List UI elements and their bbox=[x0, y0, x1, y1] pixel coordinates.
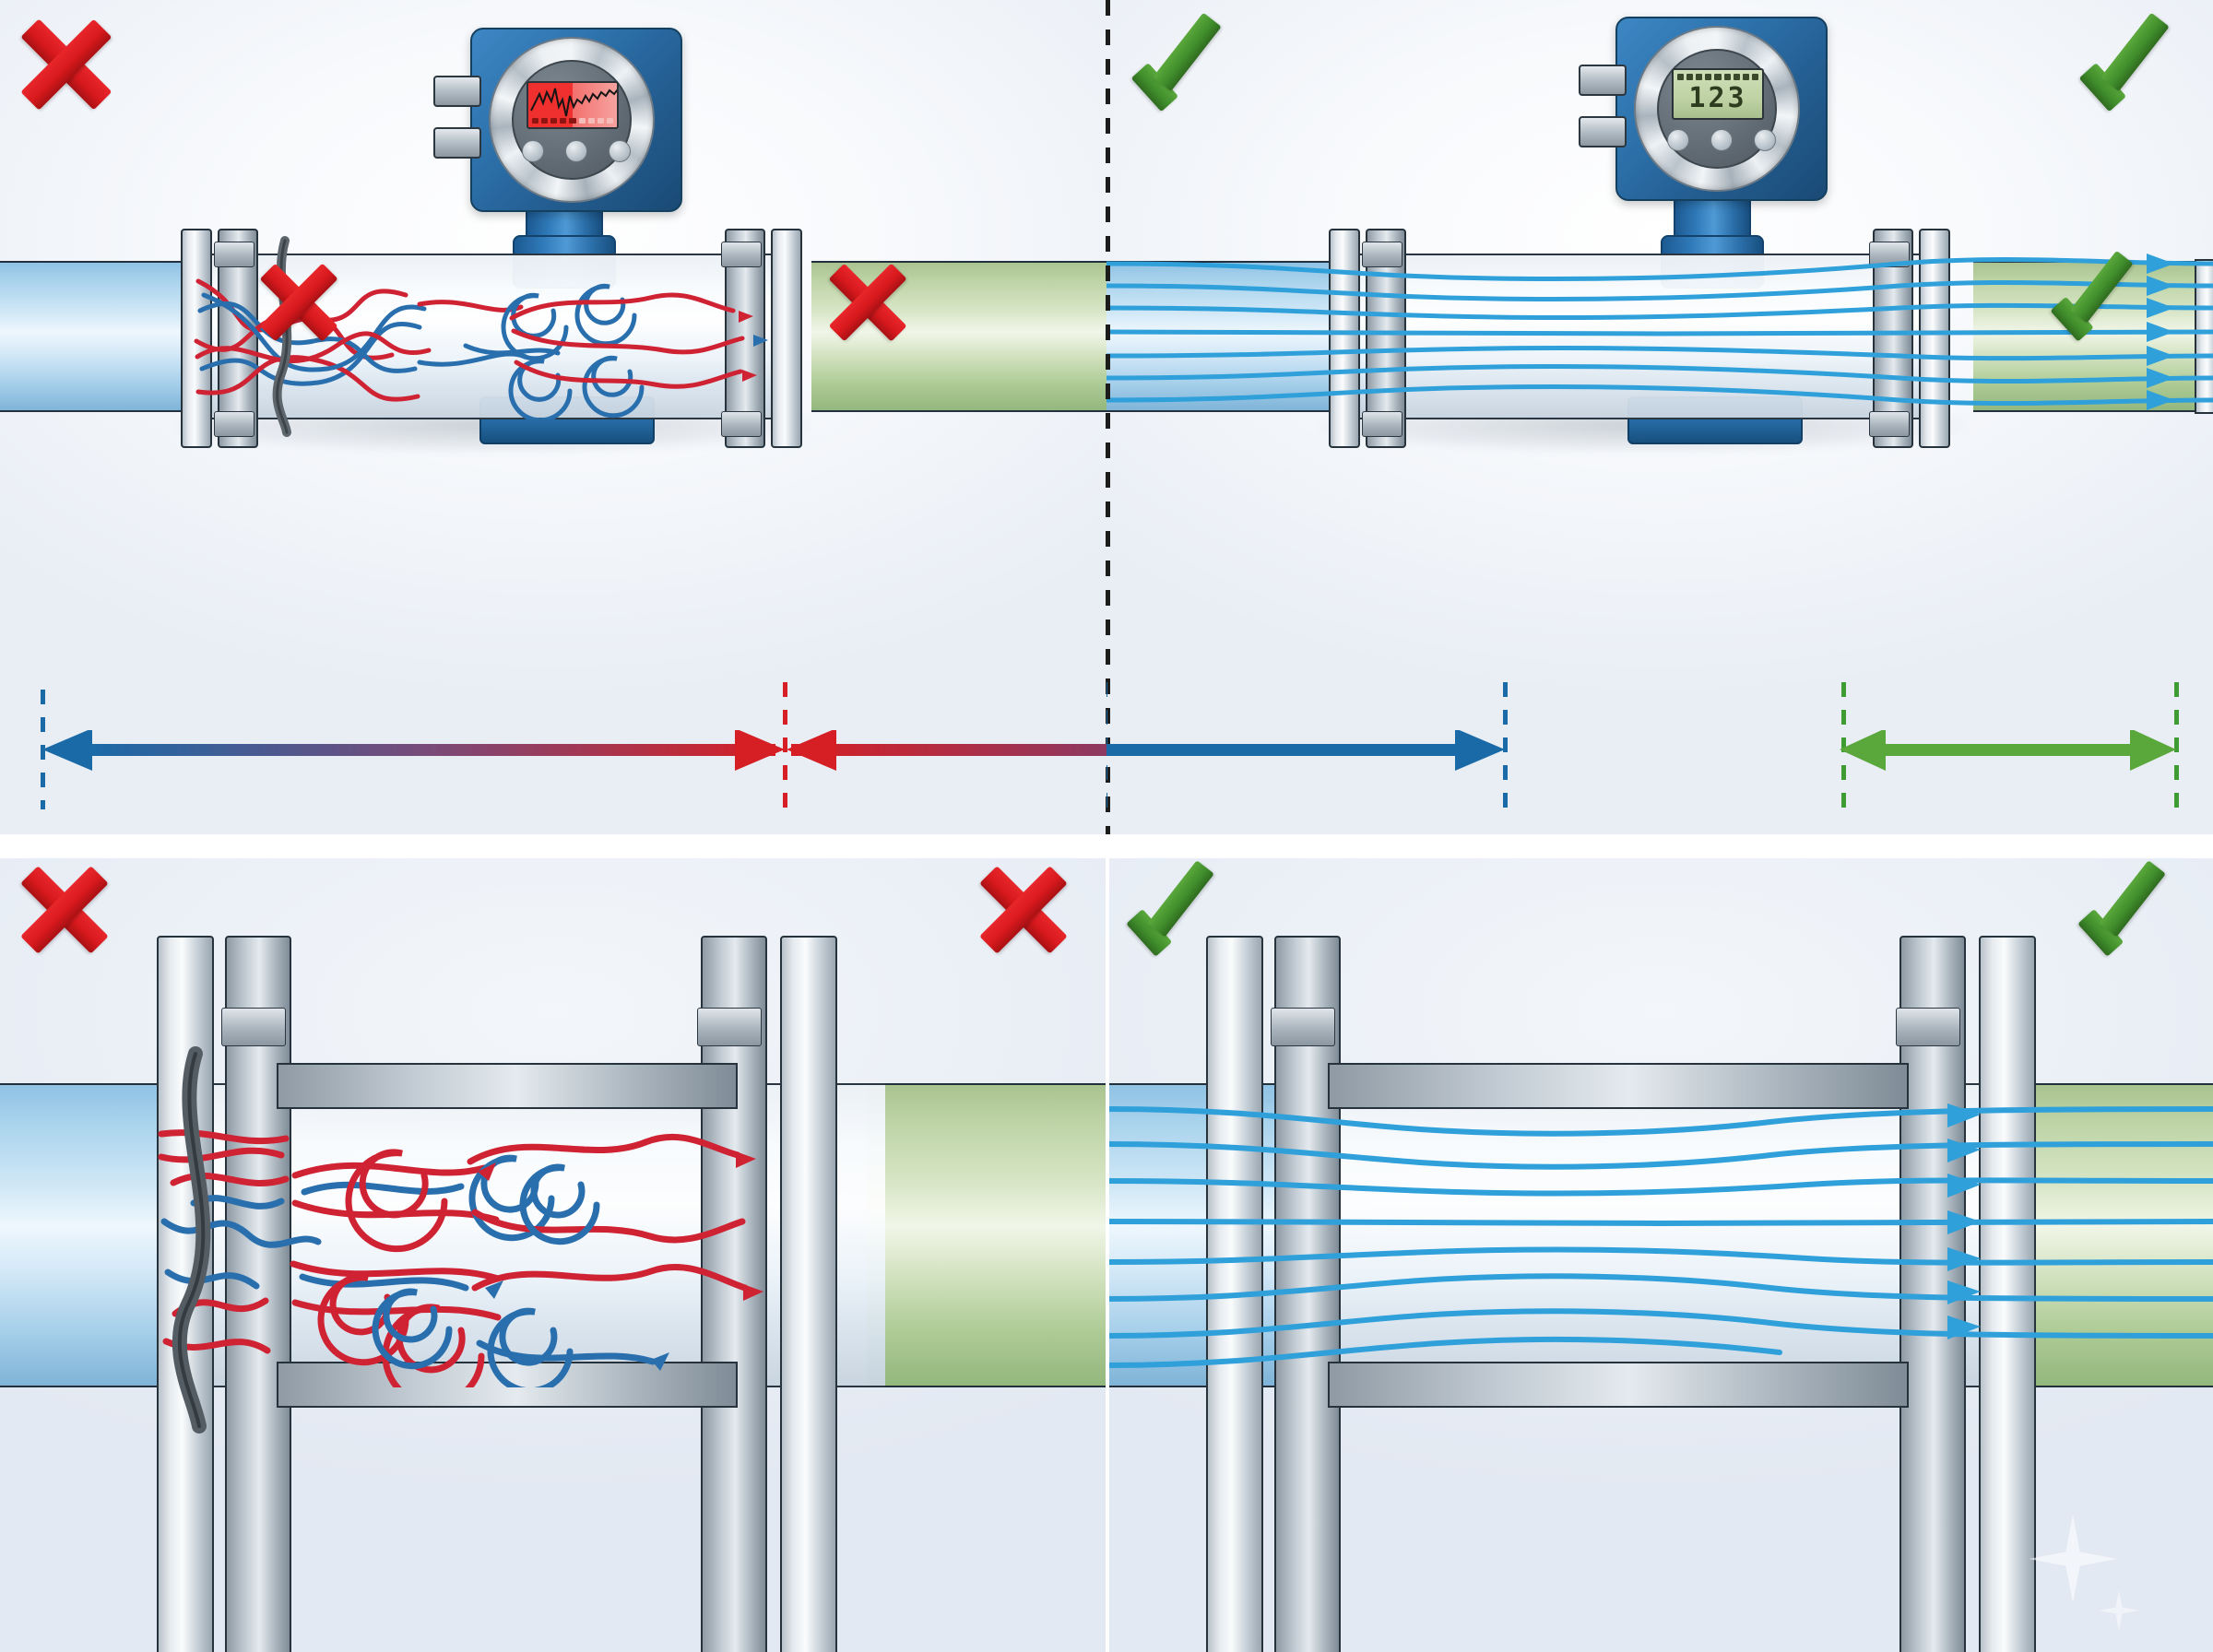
inlet-flange-bolt-section-top bbox=[221, 1008, 286, 1046]
keypad-row bbox=[470, 140, 682, 162]
x-mark-top-left-corner bbox=[17, 15, 116, 114]
outlet-flange-bolt-bottom bbox=[1869, 411, 1910, 437]
inlet-flange-outer-section bbox=[1206, 936, 1263, 1652]
outlet-flange-outer-section bbox=[780, 936, 837, 1652]
panel-divider-vertical bbox=[1106, 0, 1110, 834]
check-mark-icon bbox=[1131, 12, 1236, 112]
outlet-flange-outer-section bbox=[1979, 936, 2036, 1652]
outlet-flange-bolt-top bbox=[1869, 242, 1910, 267]
enter-button[interactable] bbox=[565, 140, 587, 162]
inlet-flange-bolt-bottom bbox=[214, 411, 254, 437]
panel-bottom-right-correct bbox=[1106, 853, 2213, 1652]
inlet-flange-inner-section bbox=[225, 936, 291, 1652]
x-mark-downstream bbox=[825, 260, 910, 345]
cable-gland-lower bbox=[1579, 116, 1627, 148]
inlet-flange-outer bbox=[181, 229, 212, 448]
meter-shell-bottom bbox=[1328, 1362, 1909, 1408]
meter-shell-top bbox=[1328, 1063, 1909, 1109]
check-mark-section-right bbox=[2077, 859, 2180, 958]
x-mark-icon bbox=[17, 862, 112, 958]
inlet-flange-bolt-bottom bbox=[1362, 411, 1402, 437]
lcd-display-alarm[interactable] bbox=[527, 81, 619, 129]
x-mark-section-right bbox=[976, 862, 1071, 958]
check-mark-icon bbox=[2079, 12, 2183, 112]
tube-highlight bbox=[1337, 255, 1946, 418]
flowmeter-body bbox=[1337, 254, 1946, 419]
panel-bottom-left-incorrect bbox=[0, 853, 1106, 1652]
dimension-band-top-left bbox=[0, 682, 1106, 834]
x-mark-section-left bbox=[17, 862, 112, 958]
outlet-flange-bolt-bottom bbox=[721, 411, 762, 437]
outlet-flange-outer bbox=[771, 229, 802, 448]
transmitter-head-incorrect[interactable] bbox=[433, 28, 682, 212]
inlet-flange-bolt-top bbox=[214, 242, 254, 267]
check-mark-section-left bbox=[1126, 859, 1228, 958]
downstream-pipe-end-flange bbox=[2195, 259, 2213, 414]
inlet-flange-outer bbox=[1329, 229, 1360, 448]
lcd-segment-bar bbox=[1676, 74, 1759, 80]
outlet-end-datum-line bbox=[2174, 682, 2179, 816]
check-mark-downstream bbox=[2050, 250, 2147, 343]
star-watermark-large bbox=[2029, 1515, 2117, 1603]
dimension-band-top-right bbox=[1106, 682, 2213, 834]
outlet-flange-bolt-top bbox=[721, 242, 762, 267]
downstream-run-arrows bbox=[1106, 730, 2176, 771]
pipe-body bbox=[867, 1083, 1106, 1387]
meter-outlet-datum-line bbox=[783, 682, 787, 816]
downstream-pipe-green-section bbox=[867, 1083, 1106, 1387]
check-mark-top-left-corner bbox=[1131, 12, 1236, 112]
inlet-flange-bolt-top bbox=[1362, 242, 1402, 267]
transmitter-head-correct[interactable]: 123 bbox=[1579, 17, 1828, 201]
inlet-flange-bolt-section-top bbox=[1271, 1008, 1335, 1046]
x-mark-icon bbox=[825, 260, 910, 345]
lcd-value: 123 bbox=[1688, 81, 1747, 114]
outlet-flange-outer bbox=[1919, 229, 1950, 448]
panel-top-right-correct: 123 bbox=[1106, 0, 2213, 839]
minus-button[interactable] bbox=[1667, 129, 1689, 151]
meter-shell-bottom bbox=[277, 1362, 738, 1408]
outlet-flange-bolt-section-top bbox=[1896, 1008, 1960, 1046]
enter-button[interactable] bbox=[1710, 129, 1733, 151]
check-mark-icon bbox=[2077, 859, 2180, 958]
lcd-display-numeric[interactable]: 123 bbox=[1672, 68, 1764, 120]
meter-inlet-datum-line-2 bbox=[1503, 682, 1508, 816]
x-mark-icon bbox=[17, 15, 116, 114]
cable-gland-upper bbox=[433, 76, 481, 107]
measuring-tube bbox=[1337, 254, 1946, 419]
panel-divider-horizontal bbox=[0, 834, 2213, 858]
check-mark-icon bbox=[2050, 250, 2147, 343]
plus-button[interactable] bbox=[1754, 129, 1776, 151]
outlet-flange-bolt-section-top bbox=[697, 1008, 762, 1046]
check-mark-top-right-corner bbox=[2079, 12, 2183, 112]
minus-button[interactable] bbox=[522, 140, 544, 162]
keypad-row bbox=[1615, 129, 1828, 151]
panel-top-left-incorrect bbox=[0, 0, 1106, 839]
x-mark-upstream bbox=[256, 260, 341, 345]
lcd-segment-bar bbox=[531, 117, 614, 124]
star-watermark-small bbox=[2099, 1590, 2139, 1631]
cable-gland-lower bbox=[433, 127, 481, 159]
x-mark-icon bbox=[256, 260, 341, 345]
plus-button[interactable] bbox=[609, 140, 631, 162]
upstream-run-arrow bbox=[42, 730, 1106, 771]
inlet-flange-outer-section bbox=[157, 936, 214, 1652]
cable-gland-upper bbox=[1579, 65, 1627, 96]
four-point-star-icon bbox=[2099, 1590, 2139, 1631]
meter-shell-top bbox=[277, 1063, 738, 1109]
alarm-trend-waveform bbox=[530, 88, 617, 117]
check-mark-icon bbox=[1126, 859, 1228, 958]
x-mark-icon bbox=[976, 862, 1071, 958]
panel-divider-vertical-lower bbox=[1106, 858, 1109, 1652]
